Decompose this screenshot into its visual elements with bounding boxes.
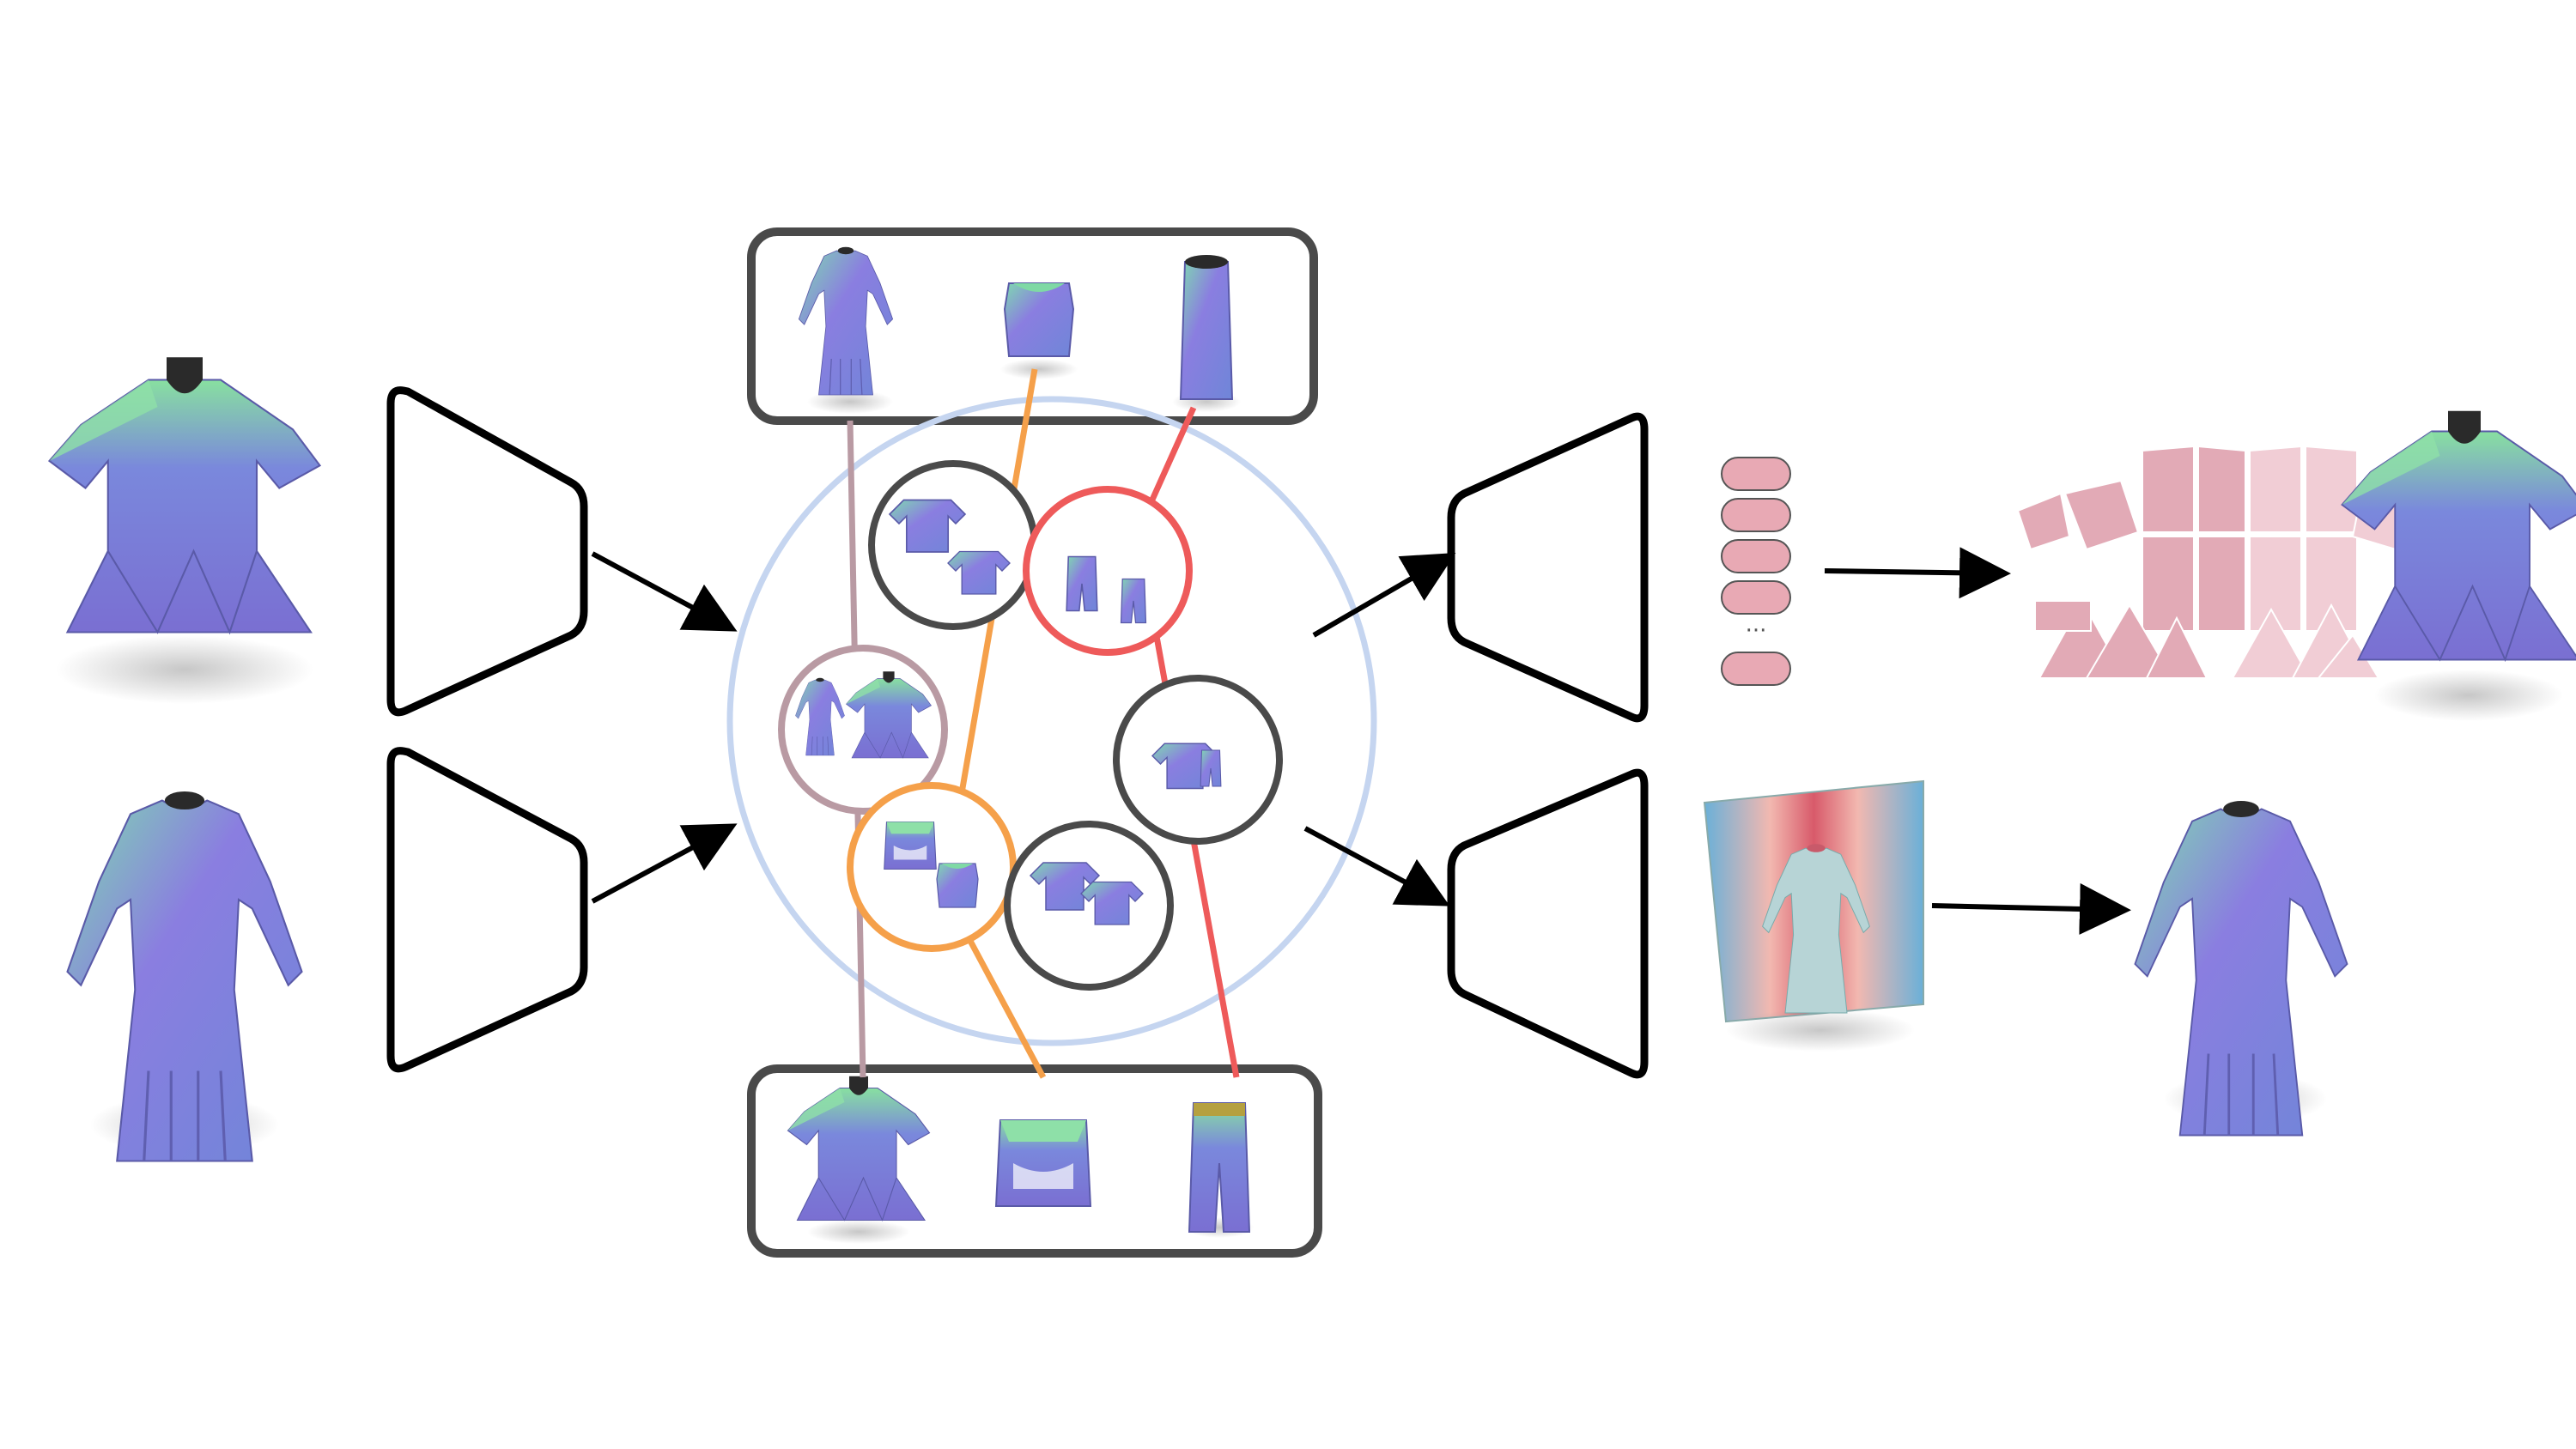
decoder-bottom: [1451, 773, 1644, 1075]
token-stack: ···: [1722, 458, 1790, 685]
input-garment-smooth: [68, 791, 302, 1161]
garment-dress-smooth-icon: [799, 247, 892, 395]
encoder-bottom: [391, 751, 584, 1069]
output-garment-smooth: [2136, 801, 2348, 1136]
garment-dress-smooth-icon: [68, 791, 302, 1161]
garment-dress-smooth-icon: [2136, 801, 2348, 1136]
bottom-garment-box: [751, 1069, 1318, 1253]
garment-dress-blocky-icon: [788, 1076, 930, 1221]
displacement-map-icon: [1704, 781, 1923, 1052]
arrow-icon: [1825, 571, 2001, 573]
shadow: [56, 635, 313, 704]
token-icon: [1722, 652, 1790, 685]
arrow-icon: [592, 828, 728, 901]
encoder-top: [391, 391, 584, 712]
cluster-icon: [1116, 678, 1279, 841]
cluster-icon: [1026, 489, 1189, 652]
garment-pants-icon: [1189, 1103, 1249, 1232]
cluster-icon: [872, 464, 1035, 627]
cluster-icon: [850, 785, 1013, 949]
garment-skirt-icon: [1181, 255, 1232, 399]
decoder-top: [1451, 416, 1644, 718]
token-icon: [1722, 499, 1790, 531]
garment-dress-blocky-icon: [50, 357, 320, 632]
garment-vest-icon: [996, 1120, 1091, 1206]
arrow-icon: [1932, 906, 2121, 910]
cluster-icon: [1007, 824, 1170, 987]
arrow-icon: [592, 554, 728, 627]
input-garment-blocky: [50, 357, 320, 704]
sewing-pattern-icon: [2018, 446, 2413, 678]
token-icon: [1722, 458, 1790, 490]
token-icon: [1722, 540, 1790, 573]
garment-top-icon: [1005, 283, 1073, 356]
token-icon: [1722, 581, 1790, 614]
token-ellipsis: ···: [1746, 618, 1767, 644]
